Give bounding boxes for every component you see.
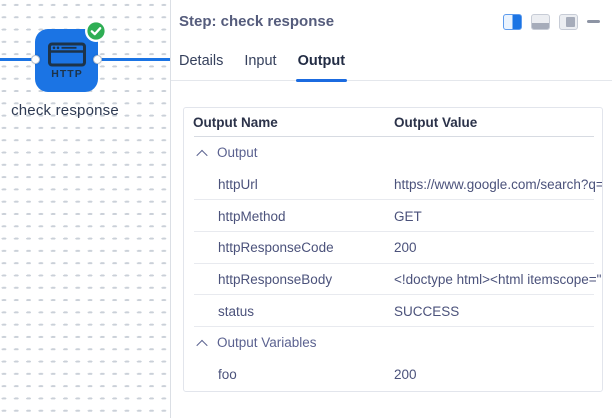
table-header-row: Output Name Output Value — [184, 108, 602, 137]
table-row: status SUCCESS — [184, 295, 602, 327]
row-name: status — [218, 303, 255, 319]
step-details-panel: Step: check response Details Input Outpu… — [170, 0, 612, 418]
success-check-icon — [85, 20, 107, 42]
row-name: Output — [217, 145, 258, 161]
node-label: check response — [11, 102, 119, 119]
row-value: SUCCESS — [394, 303, 460, 319]
table-row: httpResponseBody <!doctype html><html it… — [184, 264, 602, 296]
row-value: https://www.google.com/search?q= — [394, 177, 602, 193]
table-row: foo 200 — [184, 359, 602, 391]
row-name: httpResponseCode — [218, 240, 334, 256]
bottom-panel-icon[interactable] — [531, 13, 550, 30]
chevron-up-icon[interactable] — [196, 339, 208, 352]
column-header-output-name: Output Name — [193, 115, 278, 130]
svg-text:HTTP: HTTP — [51, 68, 82, 79]
panel-header: Step: check response — [171, 0, 612, 30]
table-row: httpUrl https://www.google.com/search?q= — [184, 169, 602, 201]
table-group-row[interactable]: Output Variables — [184, 327, 602, 359]
tab-output[interactable]: Output — [295, 53, 347, 82]
table-row: httpMethod GET — [184, 200, 602, 232]
table-body: Output httpUrl https://www.google.com/se… — [184, 137, 602, 391]
table-group-row[interactable]: Output — [184, 137, 602, 169]
row-value: 200 — [394, 240, 417, 256]
split-view-icon[interactable] — [503, 13, 522, 30]
tab-input[interactable]: Input — [244, 53, 277, 69]
http-task-node[interactable]: HTTP — [35, 29, 98, 92]
output-table: Output Name Output Value Output httpUrl … — [183, 107, 603, 392]
row-value: GET — [394, 208, 422, 224]
column-header-output-value: Output Value — [394, 115, 478, 130]
http-browser-icon: HTTP — [47, 42, 86, 79]
row-name: httpResponseBody — [218, 272, 333, 288]
table-row: httpResponseCode 200 — [184, 232, 602, 264]
workflow-canvas[interactable]: HTTP check response — [0, 0, 170, 418]
row-value: 200 — [394, 367, 417, 383]
connector-edge-right — [101, 58, 170, 61]
row-name: httpMethod — [218, 208, 286, 224]
node-input-port[interactable] — [31, 55, 40, 64]
node-output-port[interactable] — [93, 55, 102, 64]
row-name: foo — [218, 367, 237, 383]
chevron-up-icon[interactable] — [196, 149, 208, 161]
tab-bar: Details Input Output — [171, 53, 612, 82]
tab-details[interactable]: Details — [179, 53, 224, 69]
panel-header-actions — [503, 13, 600, 30]
row-name: Output Variables — [217, 335, 317, 351]
connector-edge-left — [0, 58, 32, 61]
row-name: httpUrl — [218, 177, 258, 193]
row-value: <!doctype html><html itemscope=" — [394, 272, 602, 288]
panel-title: Step: check response — [179, 13, 335, 30]
minimize-icon[interactable] — [587, 20, 600, 23]
right-panel-icon[interactable] — [559, 13, 578, 30]
